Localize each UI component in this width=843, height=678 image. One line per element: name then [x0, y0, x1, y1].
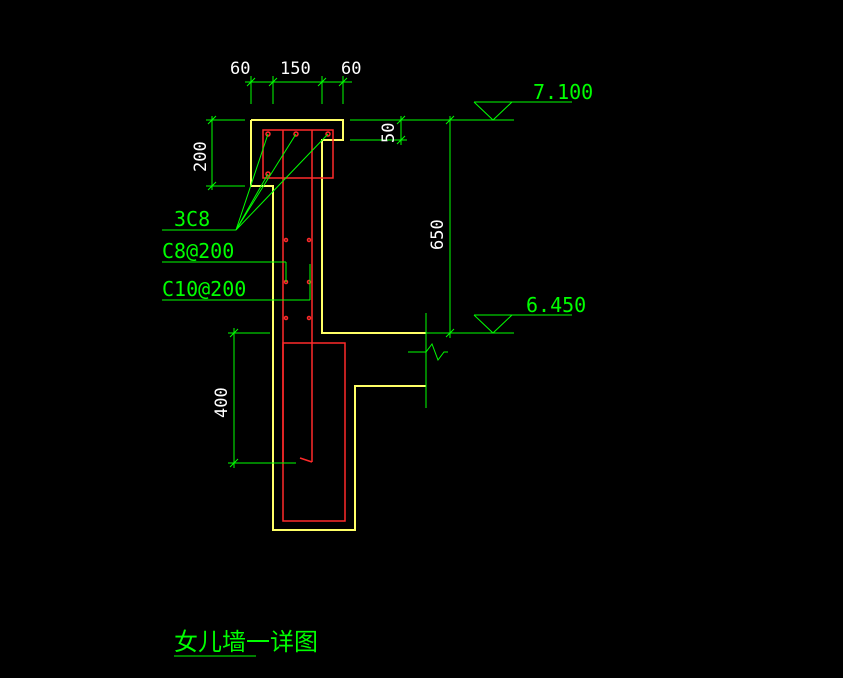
dim-embed-depth: 400	[212, 387, 232, 418]
cap-stirrup	[262, 129, 334, 179]
elevation-top: 7.100	[533, 80, 593, 104]
concrete-outline	[250, 119, 426, 531]
dim-top-mid: 150	[280, 59, 311, 79]
rebar-cage	[262, 129, 346, 522]
rebar-stirrup-label: C8@200	[162, 239, 234, 263]
rebar-vertical-label: C10@200	[162, 277, 246, 301]
drawing-title: 女儿墙一详图	[174, 628, 318, 656]
embed-stirrup	[282, 342, 346, 522]
rebar-longitudinal-label: 3C8	[174, 207, 210, 231]
elevation-roof: 6.450	[526, 293, 586, 317]
dim-top-right: 60	[341, 59, 361, 79]
dim-cap-height: 200	[191, 141, 211, 172]
dim-drip: 50	[379, 123, 399, 143]
dim-parapet-height: 650	[428, 219, 448, 250]
dimension-lines	[162, 76, 572, 468]
dim-top-left: 60	[230, 59, 250, 79]
